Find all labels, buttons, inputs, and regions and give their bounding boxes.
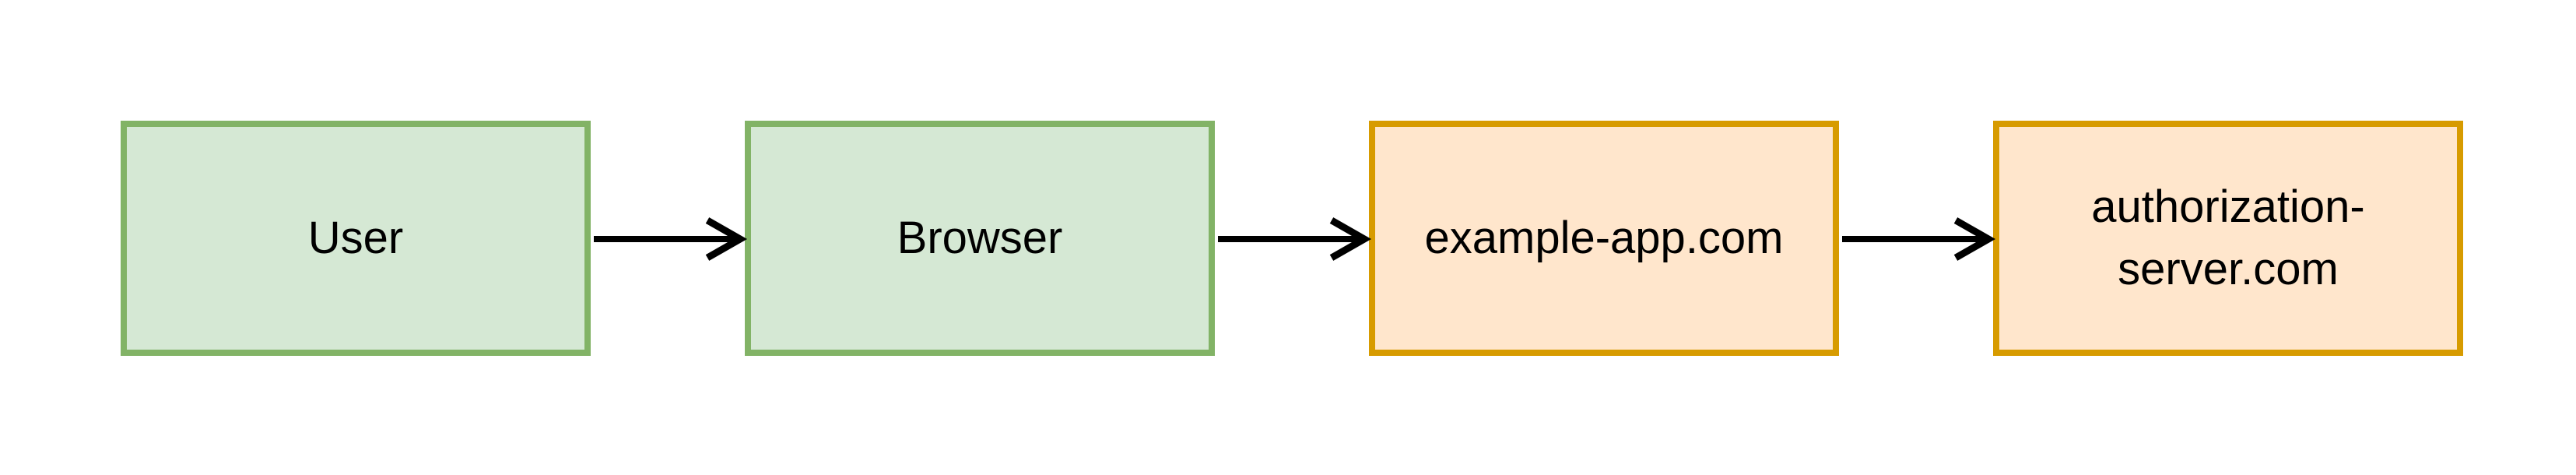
node-example-app: example-app.com (1369, 121, 1839, 356)
edge-user-to-browser (594, 217, 748, 261)
node-user: User (121, 121, 591, 356)
node-browser-label: Browser (897, 213, 1063, 263)
arrowhead-icon (705, 217, 748, 261)
node-user-label: User (307, 213, 404, 263)
node-browser: Browser (745, 121, 1215, 356)
node-example-app-label: example-app.com (1424, 213, 1784, 263)
node-authorization-server-label: authorization- server.com (2091, 181, 2365, 294)
arrowhead-icon (1329, 217, 1372, 261)
node-authorization-server: authorization- server.com (1993, 121, 2463, 356)
arrowhead-icon (1953, 217, 1996, 261)
edge-example-app-to-authorization-server (1842, 217, 1996, 261)
edge-browser-to-example-app (1218, 217, 1372, 261)
